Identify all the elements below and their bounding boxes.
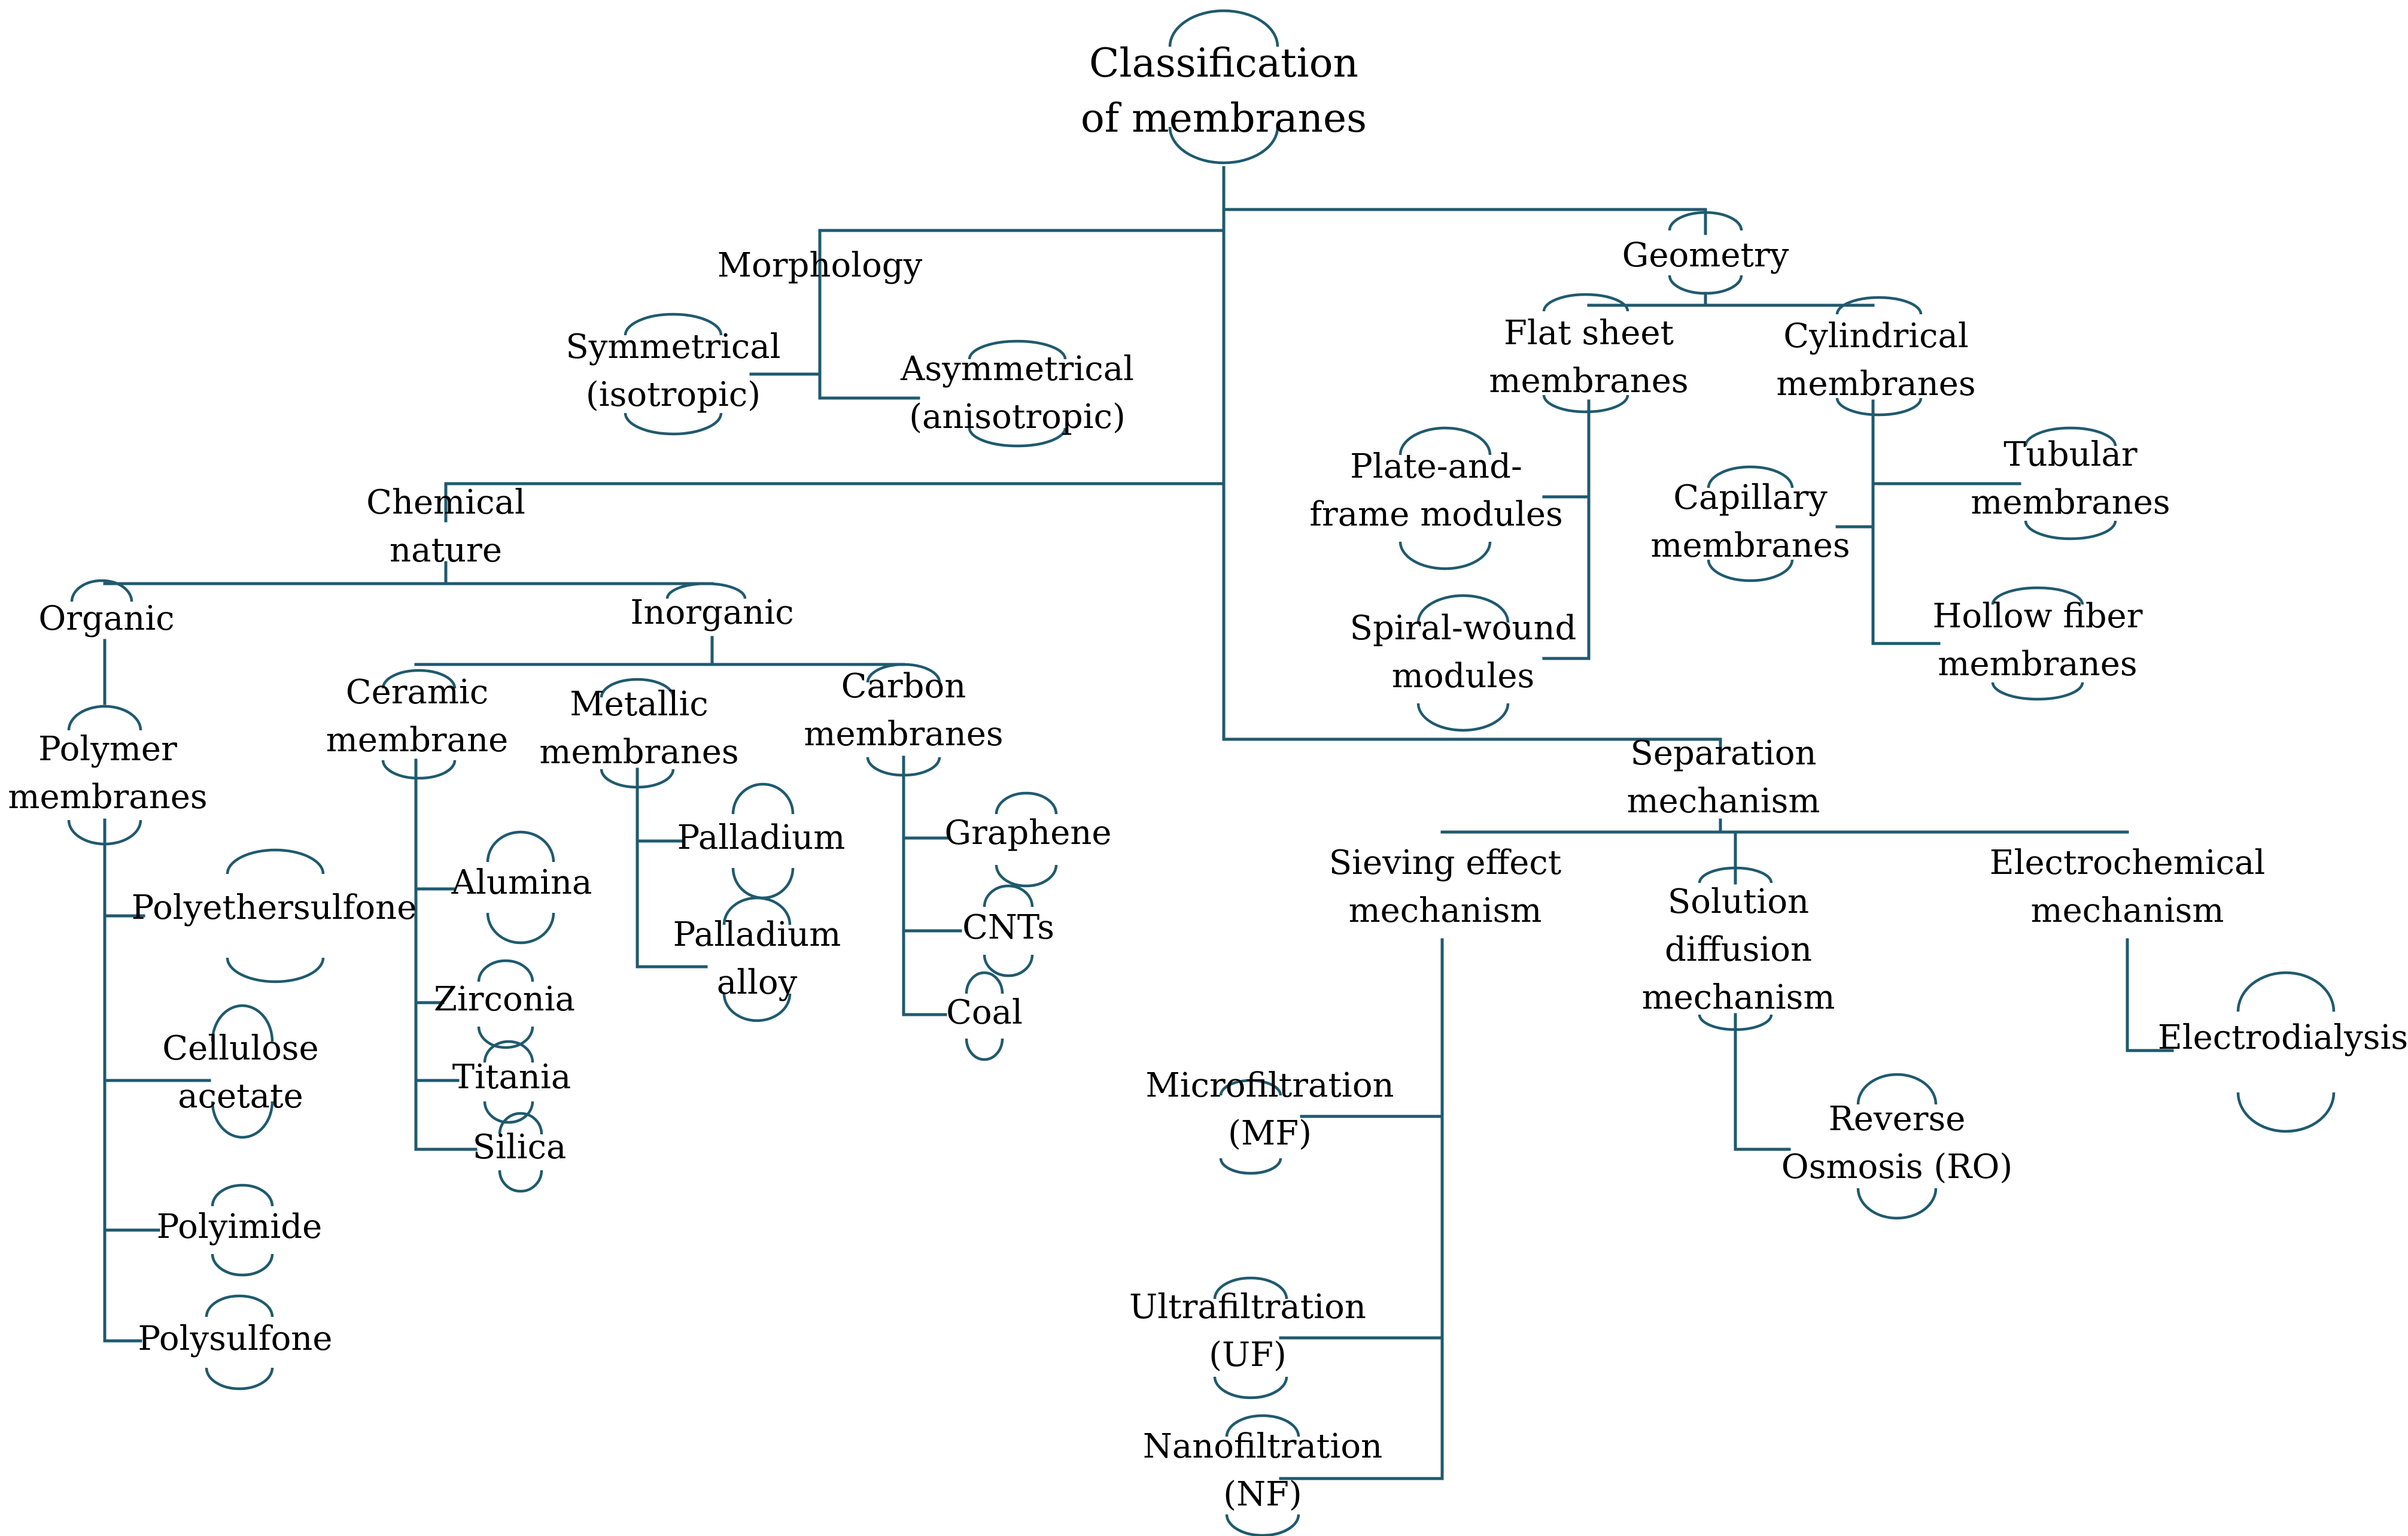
outline-polysulfone xyxy=(205,1294,274,1391)
outline-spiral-wound xyxy=(1416,594,1510,732)
outline-coal xyxy=(965,971,1004,1061)
outline-titania xyxy=(483,1040,534,1124)
node-silica: Silica xyxy=(473,1128,567,1167)
branch-morphology xyxy=(818,229,1226,301)
outline-capillary xyxy=(1707,465,1794,582)
outline-ultrafiltration xyxy=(1213,1276,1288,1400)
outline-reverse-osmosis xyxy=(1856,1073,1938,1220)
outline-title xyxy=(1168,9,1279,165)
node-palladium: Palladium xyxy=(677,818,846,857)
outline-nanofiltration xyxy=(1225,1414,1300,1536)
solution-vertical xyxy=(1734,1013,1791,1151)
outline-metallic xyxy=(600,678,675,789)
node-coal: Coal xyxy=(946,993,1023,1032)
outline-polymer xyxy=(67,705,142,846)
outline-symmetrical xyxy=(624,312,723,436)
node-electrodialysis: Electrodialysis xyxy=(2158,1018,2408,1057)
node-organic: Organic xyxy=(38,599,174,638)
connector-lines xyxy=(103,166,2174,1480)
outline-plate-frame xyxy=(1398,426,1492,570)
outline-solution xyxy=(1698,866,1773,1031)
node-polyimide: Polyimide xyxy=(157,1207,323,1246)
node-nanofiltration: Nanofiltration(NF) xyxy=(1143,1427,1382,1514)
node-titania: Titania xyxy=(452,1058,571,1097)
outline-graphene xyxy=(995,791,1058,888)
outline-geometry xyxy=(1668,211,1743,295)
outline-organic xyxy=(70,579,133,602)
electrochem-vertical xyxy=(2126,938,2174,1052)
outline-cnts xyxy=(983,884,1034,978)
outline-hollow-fiber xyxy=(1991,586,2084,701)
branch-separation xyxy=(1222,737,1722,762)
node-symmetrical: Symmetrical(isotropic) xyxy=(565,327,780,414)
branch-chemical xyxy=(444,482,1226,523)
outline-asymmetrical xyxy=(968,339,1067,448)
outline-ceramic xyxy=(381,669,457,780)
node-ultrafiltration: Ultrafiltration(UF) xyxy=(1129,1288,1366,1374)
outline-carbon xyxy=(866,663,941,777)
node-zirconia: Zirconia xyxy=(434,980,575,1019)
outline-polyethersulfone xyxy=(226,848,325,983)
outline-flat-sheet xyxy=(1542,293,1629,414)
node-alumina: Alumina xyxy=(451,863,592,902)
node-geometry: Geometry xyxy=(1622,236,1789,275)
outline-tubular xyxy=(2024,426,2117,541)
node-cnts: CNTs xyxy=(962,908,1054,947)
outline-cellulose-acetate xyxy=(211,1004,274,1139)
outline-alumina xyxy=(486,830,555,945)
node-plate-frame: Plate-and-frame modules xyxy=(1309,447,1562,534)
branch-geometry xyxy=(1222,208,1707,235)
node-graphene: Graphene xyxy=(944,813,1111,852)
node-morphology: Morphology xyxy=(717,246,923,285)
outline-silica xyxy=(498,1112,543,1193)
outline-cylindrical xyxy=(1835,296,1923,417)
outline-zirconia xyxy=(477,959,534,1049)
node-polysulfone: Polysulfone xyxy=(138,1319,332,1358)
outline-electrodialysis xyxy=(2236,971,2336,1133)
outline-microfiltration xyxy=(1219,1079,1282,1175)
node-asymmetrical: Asymmetrical(anisotropic) xyxy=(900,350,1134,436)
outline-inorganic xyxy=(665,582,747,599)
outline-polyimide xyxy=(211,1183,274,1277)
node-polyethersulfone: Polyethersulfone xyxy=(132,888,417,927)
node-outlines xyxy=(67,9,2336,1536)
node-microfiltration: Microfiltration(MF) xyxy=(1145,1066,1394,1153)
node-inorganic: Inorganic xyxy=(630,593,793,632)
outline-palladium-alloy xyxy=(722,896,792,1022)
